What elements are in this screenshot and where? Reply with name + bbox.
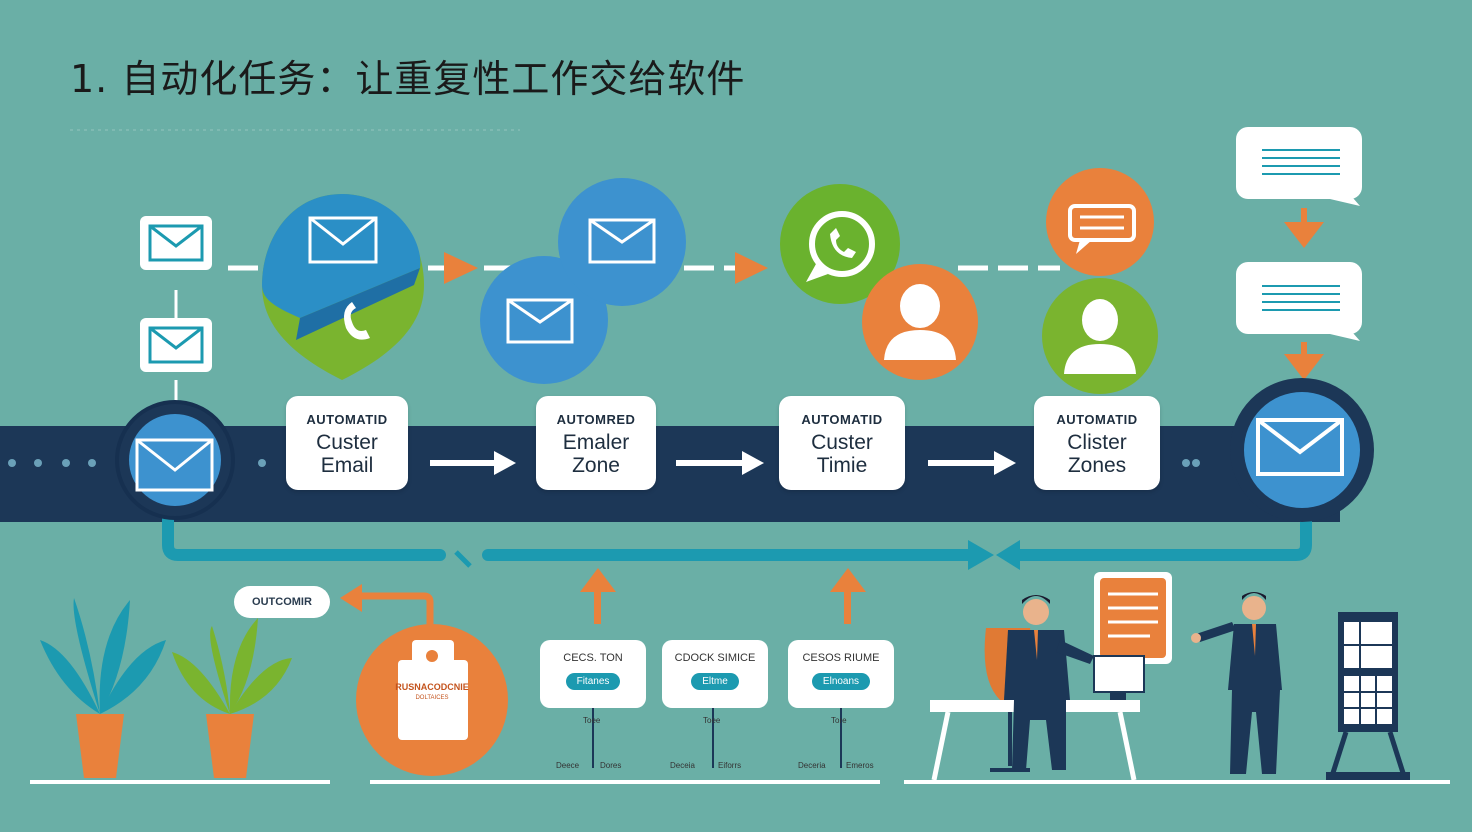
- mini-caption: Dores: [600, 761, 622, 770]
- card-line: Zone: [572, 454, 620, 477]
- envelope-icon: [588, 218, 656, 264]
- mini-card-title: CDOCK SIMICE: [674, 652, 756, 664]
- plant-icon: [40, 598, 166, 778]
- process-card: AUTOMATID Custer Email: [286, 396, 408, 490]
- card-kicker: AUTOMATID: [1056, 412, 1138, 427]
- envelope-icon: [135, 438, 214, 492]
- envelope-icon: [308, 216, 378, 264]
- mini-caption: Deceia: [670, 761, 695, 770]
- mini-caption: Deceria: [798, 761, 826, 770]
- card-line: Clister: [1067, 431, 1127, 454]
- card-line: Zones: [1067, 454, 1127, 477]
- mini-card-pill: Elnoans: [811, 673, 871, 690]
- mini-card-pill: Fitanes: [565, 673, 621, 690]
- mini-card-title: CECS. TON: [563, 652, 623, 664]
- card-kicker: AUTOMATID: [801, 412, 883, 427]
- display-stand-icon: [1326, 612, 1410, 780]
- badge-subtitle: DOLTAICES: [415, 695, 449, 701]
- arrow-icon: [735, 252, 768, 284]
- return-pipe: [162, 514, 1312, 561]
- mini-card-pill: Eltme: [691, 673, 739, 690]
- envelope-icon: [140, 318, 212, 372]
- email-phone-drop: [262, 194, 424, 380]
- chat-bubble-icon: [1236, 262, 1362, 341]
- card-line: Custer: [811, 431, 873, 454]
- arrow-icon: [1284, 222, 1324, 248]
- process-card: AUTOMATID Custer Timie: [779, 396, 905, 490]
- mini-caption: Toee: [583, 716, 601, 725]
- arrow-icon: [444, 252, 478, 284]
- businessman-icon: [1004, 595, 1094, 770]
- mini-caption: Emeros: [846, 761, 874, 770]
- desk-icon: [930, 655, 1145, 781]
- card-kicker: AUTOMRED: [556, 412, 636, 427]
- envelope-icon: [1256, 418, 1344, 476]
- arrow-icon: [340, 584, 362, 612]
- card-line: Emaler: [562, 431, 630, 454]
- whatsapp-node: [780, 184, 900, 304]
- mini-caption: Toee: [703, 716, 721, 725]
- pipe-arrow: [996, 540, 1020, 570]
- businessman-icon: [1191, 592, 1282, 774]
- whatsapp-icon: [806, 211, 875, 282]
- mini-caption: Tore: [831, 716, 847, 725]
- card-kicker: AUTOMATID: [306, 412, 388, 427]
- chat-bubble-icon: [1068, 204, 1136, 254]
- mini-caption: Deece: [556, 761, 580, 770]
- person-icon: [1064, 299, 1136, 374]
- document-badge: RUSNACODCNIE DOLTAICES: [384, 682, 480, 701]
- page-title: 1. 自动化任务：让重复性工作交给软件: [70, 57, 746, 101]
- envelope-icon: [140, 216, 212, 270]
- card-line: Custer: [316, 431, 378, 454]
- envelope-icon: [506, 298, 574, 344]
- mini-card: CECS. TON Fitanes: [540, 640, 646, 708]
- person-icon: [884, 284, 956, 360]
- process-card: AUTOMRED Emaler Zone: [536, 396, 656, 490]
- band-dots: [8, 459, 1200, 467]
- mini-card-title: CESOS RIUME: [802, 652, 880, 664]
- mini-card: CDOCK SIMICE Eltme: [662, 640, 768, 708]
- phone-icon: [344, 302, 370, 340]
- orange-chat-board: [1094, 572, 1172, 664]
- badge-title: RUSNACODCNIE: [395, 682, 469, 692]
- mini-caption: Eiforrs: [718, 761, 742, 770]
- plant-icon: [172, 618, 292, 778]
- card-line: Timie: [816, 454, 868, 477]
- arrow-icon: [430, 451, 1016, 475]
- mini-card: CESOS RIUME Elnoans: [788, 640, 894, 708]
- chat-bubble-icon: [1236, 127, 1362, 206]
- chat-node: [1046, 168, 1154, 276]
- process-card: AUTOMATID Clister Zones: [1034, 396, 1160, 490]
- arrow-icon: [1284, 354, 1324, 380]
- pipe-arrow: [968, 540, 994, 570]
- card-line: Email: [320, 454, 374, 477]
- arrow-icon: [580, 568, 866, 624]
- customer-label: OUTCOMIR: [234, 586, 330, 618]
